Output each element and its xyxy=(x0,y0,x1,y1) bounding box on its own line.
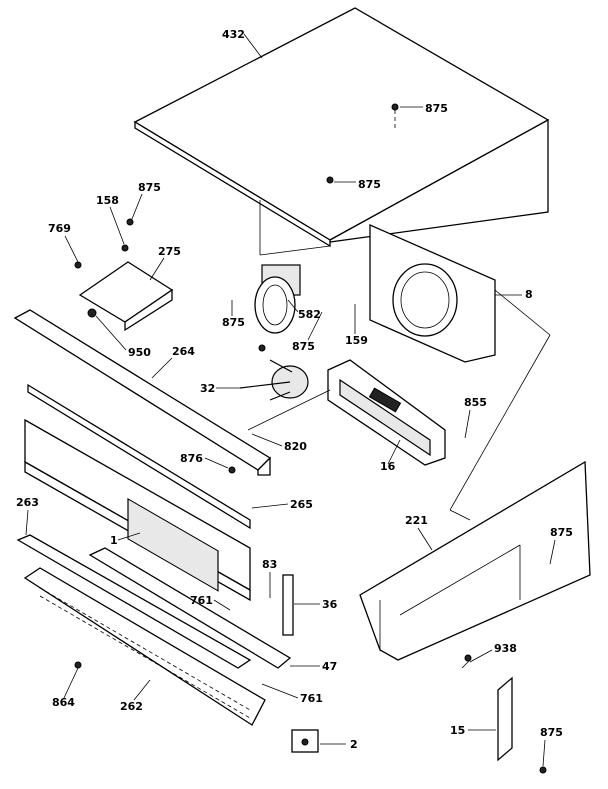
plate-assembly xyxy=(74,218,174,332)
label-875-a: 875 xyxy=(425,102,448,115)
label-83: 83 xyxy=(262,558,277,571)
label-864: 864 xyxy=(52,696,75,709)
label-32: 32 xyxy=(200,382,215,395)
control-panel xyxy=(24,418,251,602)
vertical-bracket xyxy=(497,676,547,774)
label-263: 263 xyxy=(16,496,39,509)
lower-trim xyxy=(16,534,252,669)
label-875-e: 875 xyxy=(292,340,315,353)
label-432: 432 xyxy=(222,28,245,41)
label-875-c: 875 xyxy=(138,181,161,194)
label-876: 876 xyxy=(180,452,203,465)
label-761-a: 761 xyxy=(190,594,213,607)
label-938: 938 xyxy=(494,642,517,655)
label-855: 855 xyxy=(464,396,487,409)
label-264: 264 xyxy=(172,345,195,358)
fan-blade-assembly xyxy=(239,344,309,401)
label-159: 159 xyxy=(345,334,368,347)
label-769: 769 xyxy=(48,222,71,235)
label-8: 8 xyxy=(525,288,533,301)
label-16: 16 xyxy=(380,460,396,473)
label-761-b: 761 xyxy=(300,692,323,705)
label-group: 432 875 875 158 875 769 275 875 582 8 87… xyxy=(16,28,573,767)
control-board xyxy=(327,359,446,466)
label-47: 47 xyxy=(322,660,337,673)
label-2: 2 xyxy=(350,738,358,751)
assembly-lines xyxy=(247,289,551,669)
label-875-b: 875 xyxy=(358,178,381,191)
label-36: 36 xyxy=(322,598,338,611)
top-trim xyxy=(13,308,272,530)
label-875-g: 875 xyxy=(540,726,563,739)
label-820: 820 xyxy=(284,440,307,453)
label-265: 265 xyxy=(290,498,313,511)
label-875-f: 875 xyxy=(550,526,573,539)
decor-strip xyxy=(88,547,292,669)
fan-motor-bracket xyxy=(254,264,301,334)
label-158: 158 xyxy=(96,194,119,207)
label-262: 262 xyxy=(120,700,143,713)
fan-bracket-panel xyxy=(369,224,496,363)
label-15: 15 xyxy=(450,724,465,737)
label-875-d: 875 xyxy=(222,316,245,329)
top-cover-panel xyxy=(133,7,550,256)
label-582: 582 xyxy=(298,308,321,321)
vent-grille xyxy=(23,567,266,726)
clip-part xyxy=(291,729,319,753)
label-275: 275 xyxy=(158,245,181,258)
label-1: 1 xyxy=(110,534,118,547)
side-support-bracket xyxy=(359,460,591,661)
side-bracket xyxy=(282,574,294,636)
label-950: 950 xyxy=(128,346,151,359)
label-221: 221 xyxy=(405,514,428,527)
